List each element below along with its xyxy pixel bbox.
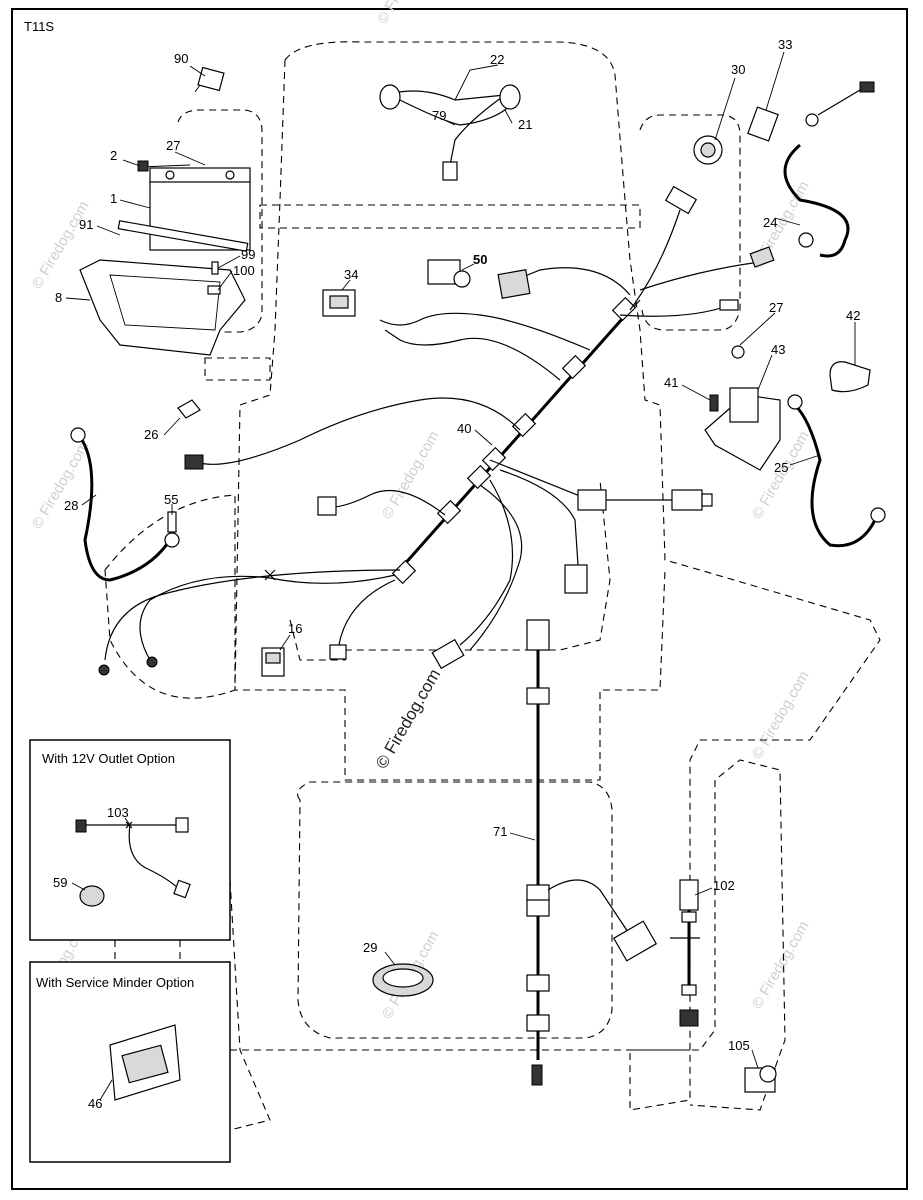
callout-43: 43 — [771, 342, 785, 357]
callout-50: 50 — [473, 252, 487, 267]
callout-22: 22 — [490, 52, 504, 67]
inset-12v-title: With 12V Outlet Option — [42, 751, 175, 766]
inset-service-minder: With Service Minder Option — [29, 961, 231, 1163]
main-wire-harness — [98, 185, 775, 676]
callout-26: 26 — [144, 427, 158, 442]
callout-27-right: 27 — [769, 300, 783, 315]
callout-59: 59 — [53, 875, 67, 890]
callout-40: 40 — [457, 421, 471, 436]
callout-21: 21 — [518, 117, 532, 132]
callout-30: 30 — [731, 62, 745, 77]
callout-25: 25 — [774, 460, 788, 475]
svg-text:© Firedog.com: © Firedog.com — [29, 438, 93, 532]
watermark-center: © Firedog.com — [372, 666, 444, 772]
callout-46: 46 — [88, 1096, 102, 1111]
inset-12v-outlet: With 12V Outlet Option — [29, 739, 231, 941]
components — [79, 66, 871, 1093]
callout-55: 55 — [164, 492, 178, 507]
svg-text:© Firedog.com: © Firedog.com — [749, 668, 813, 762]
callout-79: 79 — [432, 108, 446, 123]
harness-71 — [526, 619, 658, 1086]
callout-27-top: 27 — [166, 138, 180, 153]
battery-cables — [70, 81, 886, 582]
callout-41: 41 — [664, 375, 678, 390]
callout-71: 71 — [493, 824, 507, 839]
callout-103: 103 — [107, 805, 129, 820]
callout-34: 34 — [344, 267, 358, 282]
callout-2: 2 — [110, 148, 117, 163]
callout-102: 102 — [713, 878, 735, 893]
svg-text:© Firedog.com: © Firedog.com — [749, 918, 813, 1012]
inset-service-title: With Service Minder Option — [36, 975, 194, 990]
leader-lines — [65, 51, 856, 1101]
callout-29: 29 — [363, 940, 377, 955]
callout-1: 1 — [110, 191, 117, 206]
harness-102 — [670, 879, 700, 1027]
svg-text:© Firedog.com: © Firedog.com — [379, 428, 443, 522]
diagram-code: T11S — [24, 19, 54, 34]
callout-33: 33 — [778, 37, 792, 52]
callout-42: 42 — [846, 308, 860, 323]
callout-91: 91 — [79, 217, 93, 232]
callout-28: 28 — [64, 498, 78, 513]
callout-16: 16 — [288, 621, 302, 636]
callout-90: 90 — [174, 51, 188, 66]
svg-text:© Firedog.com: © Firedog.com — [374, 0, 438, 27]
callout-labels: 90 22 79 21 30 33 27 2 1 91 99 100 8 34 … — [53, 37, 860, 1111]
callout-100: 100 — [233, 263, 255, 278]
callout-24: 24 — [763, 215, 777, 230]
callout-99: 99 — [241, 247, 255, 262]
callout-105: 105 — [728, 1038, 750, 1053]
callout-8: 8 — [55, 290, 62, 305]
